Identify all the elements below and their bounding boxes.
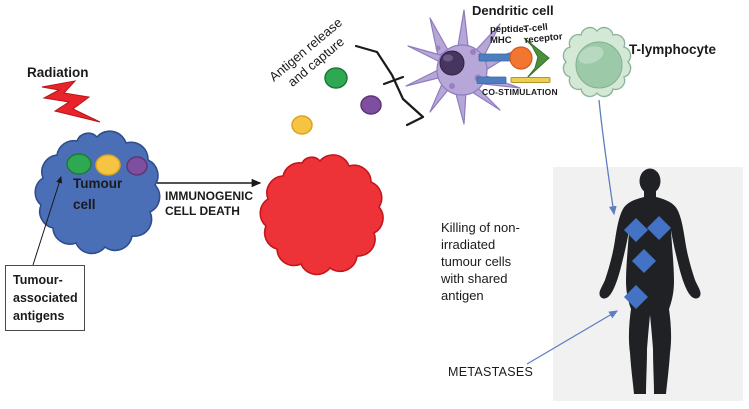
costim-bar-blue	[476, 76, 507, 84]
t-lymphocyte-graphic	[562, 26, 632, 98]
costim-bar-yellow	[510, 77, 551, 83]
radiation-label: Radiation	[27, 65, 89, 80]
body-silhouette	[599, 168, 701, 394]
t-lymphocyte-label: T-lymphocyte	[629, 42, 717, 57]
dendritic-cell-label: Dendritic cell	[472, 3, 554, 18]
tumour-associated-antigens-box: Tumour-associated antigens	[5, 265, 85, 331]
tcr-chevron	[523, 37, 550, 79]
released-antigen-purple	[360, 95, 382, 115]
antigen-dot-yellow	[95, 154, 121, 176]
released-antigen-yellow	[291, 115, 313, 135]
killing-description-label: Killing of non-irradiated tumour cells w…	[441, 220, 520, 303]
peptide-circle	[509, 46, 533, 70]
t-cell-receptor-label: T-cell receptor	[522, 21, 564, 47]
peptide-mhc-label: peptide-MHC	[490, 24, 527, 46]
antigens-arrow	[32, 176, 63, 266]
antigen-dot-purple	[126, 156, 148, 176]
antigen-dot-green	[66, 153, 92, 175]
metastases-label: METASTASES	[448, 365, 534, 379]
metastases-arrow	[526, 310, 619, 365]
t-cell-to-body-arrow	[598, 99, 617, 216]
mhc-bar	[478, 53, 513, 62]
co-stimulation-label: CO-STIMULATION	[482, 87, 558, 97]
radiation-bolt-icon	[41, 80, 101, 123]
immunogenic-cell-death-label: IMMUNOGENIC CELL DEATH	[165, 189, 253, 218]
tumour-cell-label: Tumour cell	[73, 176, 123, 212]
capture-bracket	[354, 44, 425, 127]
dead-tumour-cell-blob	[259, 154, 384, 276]
released-antigen-green	[324, 67, 348, 89]
